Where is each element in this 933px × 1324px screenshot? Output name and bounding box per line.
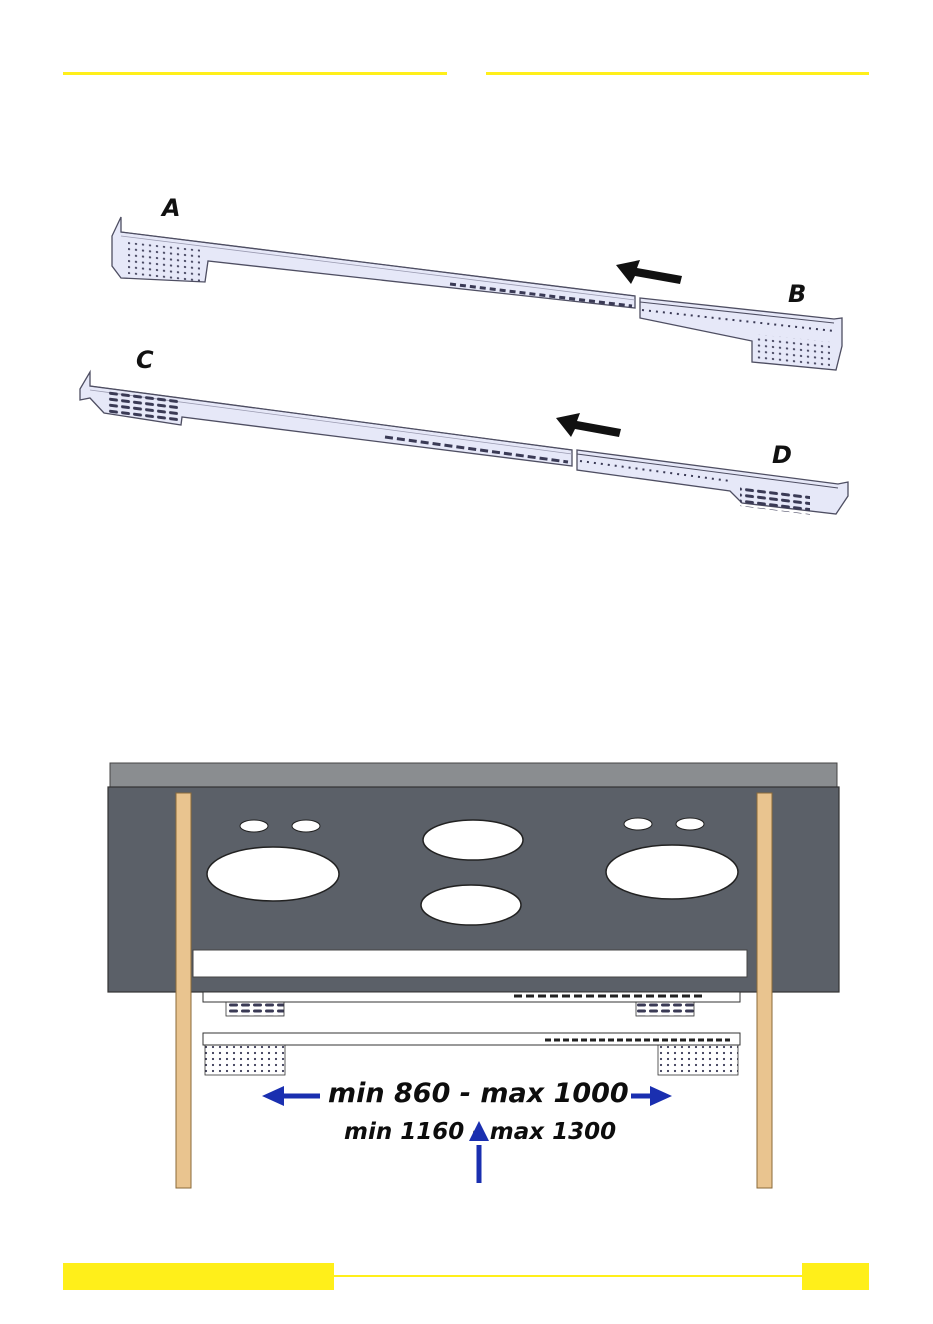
rail-a [112, 217, 635, 308]
label-c: C [136, 346, 154, 374]
rail-d [577, 450, 848, 515]
rail-b [640, 298, 842, 370]
width-range-label: min 860 - max 1000 [326, 1078, 631, 1109]
label-d: D [772, 441, 792, 469]
depth-range-label: min 1160 - max 1300 [342, 1119, 618, 1145]
dimension-arrow-icon [262, 1086, 320, 1106]
label-b: B [788, 280, 806, 308]
footer-block-left [63, 1263, 334, 1290]
label-a: A [162, 194, 181, 222]
footer-rule [334, 1275, 802, 1277]
push-arrow-icon [556, 413, 621, 437]
push-arrow-icon [616, 260, 682, 284]
footer-block-right [802, 1263, 869, 1290]
rail-c [80, 372, 572, 466]
